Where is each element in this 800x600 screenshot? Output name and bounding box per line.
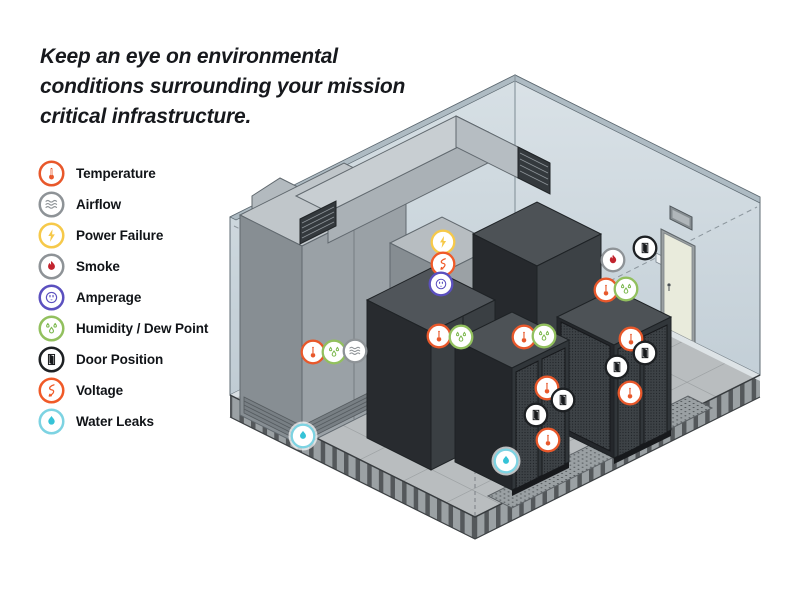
- door-leaf: [663, 232, 693, 342]
- duct-vent-2: [517, 146, 551, 195]
- legend-item-humidity: Humidity / Dew Point: [38, 315, 208, 342]
- legend-item-airflow: Airflow: [38, 191, 208, 218]
- humidity-icon: [38, 315, 65, 342]
- sensor-airflow-icon: [342, 338, 368, 364]
- sensor-temperature-icon: [617, 380, 643, 406]
- legend-label: Smoke: [76, 259, 120, 274]
- rack-plinth: [614, 430, 671, 464]
- legend-label: Airflow: [76, 197, 122, 212]
- legend-item-amperage: Amperage: [38, 284, 208, 311]
- sensor-powerfailure-icon: [430, 229, 456, 255]
- legend-item-voltage: Voltage: [38, 377, 208, 404]
- legend-item-temperature: Temperature: [38, 160, 208, 187]
- legend-item-smoke: Smoke: [38, 253, 208, 280]
- sensor-temperature-icon: [535, 427, 561, 453]
- sensor-smoke-icon: [600, 247, 626, 273]
- legend-label: Power Failure: [76, 228, 164, 243]
- rack-cluster-right: [555, 288, 673, 464]
- waterleaks-icon: [38, 408, 65, 435]
- sensor-waterleaks-icon: [288, 421, 318, 451]
- legend-label: Temperature: [76, 166, 156, 181]
- legend-label: Voltage: [76, 383, 124, 398]
- sensor-humidity-icon: [531, 323, 557, 349]
- legend-label: Water Leaks: [76, 414, 154, 429]
- legend-item-waterleaks: Water Leaks: [38, 408, 208, 435]
- duct-vent-1: [299, 200, 337, 245]
- doorposition-icon: [38, 346, 65, 373]
- rack-plinth: [512, 462, 569, 496]
- sensor-amperage-icon: [428, 271, 454, 297]
- floor-bottom-edges: [229, 396, 761, 540]
- sensor-humidity-icon: [321, 339, 347, 365]
- wall-vent-above-door: [669, 205, 693, 231]
- legend-label: Humidity / Dew Point: [76, 321, 209, 336]
- sensor-doorposition-icon: [604, 354, 630, 380]
- page-title-line2: conditions surrounding your mission: [40, 75, 406, 99]
- sensor-doorposition-icon: [523, 402, 549, 428]
- sensor-humidity-icon: [448, 324, 474, 350]
- smoke-icon: [38, 253, 65, 280]
- sensor-temperature-icon: [426, 323, 452, 349]
- sensor-doorposition-icon: [632, 235, 658, 261]
- page-title-line3: critical infrastructure.: [40, 105, 252, 129]
- amperage-icon: [38, 284, 65, 311]
- page-title: Keep an eye on environmental conditions …: [40, 42, 440, 132]
- airflow-icon: [38, 191, 65, 218]
- sensor-temperature-icon: [300, 339, 326, 365]
- ceiling-duct: [294, 115, 551, 245]
- legend-label: Amperage: [76, 290, 142, 305]
- legend-label: Door Position: [76, 352, 164, 367]
- door-handle: [667, 283, 671, 287]
- legend-item-doorposition: Door Position: [38, 346, 208, 373]
- voltage-icon: [38, 377, 65, 404]
- sensor-waterleaks-icon: [491, 446, 521, 476]
- sensor-doorposition-icon: [550, 387, 576, 413]
- powerfailure-icon: [38, 222, 65, 249]
- sensor-doorposition-icon: [632, 340, 658, 366]
- legend-item-powerfailure: Power Failure: [38, 222, 208, 249]
- sensor-humidity-icon: [613, 276, 639, 302]
- temperature-icon: [38, 160, 65, 187]
- sensor-layer: [288, 229, 658, 476]
- page-title-line1: Keep an eye on environmental: [40, 45, 338, 68]
- hidden-edge-right: [585, 206, 758, 294]
